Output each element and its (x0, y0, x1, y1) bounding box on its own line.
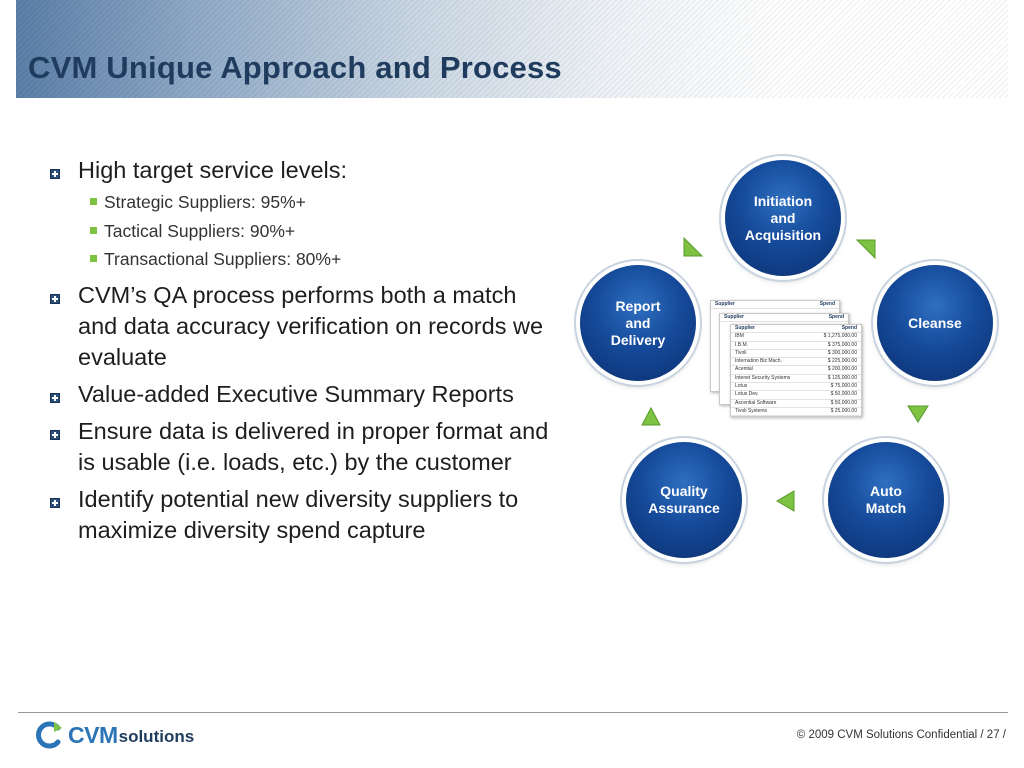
logo-cvm-text: CVM (68, 721, 118, 748)
page-title: CVM Unique Approach and Process (28, 50, 562, 85)
arrow-right-down-icon (855, 239, 876, 260)
sub-bullet-text: Tactical Suppliers: 90%+ (104, 220, 296, 241)
cell-spend: $ 300,000.00 (827, 349, 857, 356)
sub-bullet-text: Transactional Suppliers: 80%+ (104, 249, 342, 269)
node-quality-assurance: Quality Assurance (626, 442, 742, 558)
table-row: Internation Biz Mach. $ 225,000.00 (731, 358, 861, 367)
bullet-qa-process: CVM’s QA process performs both a match a… (50, 280, 550, 373)
cell-supplier: Tivoli Systems (735, 407, 768, 414)
cell-supplier: IBM (735, 333, 744, 340)
cvm-logo: CVM solutions (34, 718, 194, 752)
sub-bullet-list: Strategic Suppliers: 95%+ Tactical Suppl… (78, 188, 550, 274)
table-row: Lotus $ 75,000.00 (731, 383, 861, 392)
footer-copyright: © 2009 CVM Solutions Confidential / 27 / (797, 729, 1006, 741)
bullet-text: Ensure data is delivered in proper forma… (78, 417, 549, 475)
table-row: Acential $ 200,000.00 (731, 366, 861, 375)
table-row: Intenet Security Systems $ 125,000.00 (731, 374, 861, 384)
sub-bullet-strategic: Strategic Suppliers: 95%+ (78, 188, 550, 217)
cell-spend: $ 225,000.00 (827, 358, 857, 365)
cell-spend: $ 25,000.00 (830, 407, 857, 414)
node-label: Cleanse (908, 314, 962, 331)
cell-supplier: Internation Biz Mach. (735, 358, 782, 365)
node-cleanse: Cleanse (877, 265, 993, 381)
bullet-text: CVM’s QA process performs both a match a… (78, 281, 544, 370)
square-bullet-icon (90, 255, 97, 262)
cell-spend: $ 125,000.00 (827, 374, 857, 381)
square-bullet-icon (90, 226, 97, 234)
sub-bullet-transactional: Transactional Suppliers: 80%+ (78, 245, 550, 274)
cell-supplier: I.B.M. (735, 341, 749, 348)
logo-solutions-text: solutions (118, 727, 195, 746)
arrow-up-right-icon (683, 236, 704, 257)
node-initiation-acquisition: Initiation and Acquisition (725, 160, 841, 276)
table-row: Tivoli $ 300,000.00 (731, 349, 861, 359)
table-row: Ascential Software $ 50,000.00 (731, 400, 861, 408)
table-row: IBM $ 1,275,000.00 (731, 333, 861, 342)
title-banner (16, 0, 1008, 98)
cell-spend: $ 375,000.00 (827, 341, 857, 348)
plus-bullet-icon (50, 169, 60, 179)
bullet-service-levels: High target service levels: Strategic Su… (50, 155, 550, 274)
table-row: Lotus Dev. $ 50,000.00 (731, 391, 861, 400)
page-number: / 27 / (980, 729, 1006, 741)
plus-bullet-icon (50, 293, 60, 304)
bullet-text: High target service levels: (78, 157, 348, 183)
footer-divider (18, 712, 1008, 713)
table-header: Supplier Spend (711, 301, 839, 310)
header-spend: Spend (819, 301, 835, 307)
bullet-data-delivery: Ensure data is delivered in proper forma… (50, 416, 550, 478)
table-header: Supplier Spend (720, 314, 848, 323)
cell-spend: $ 50,000.00 (830, 391, 857, 398)
sub-bullet-text: Strategic Suppliers: 95%+ (104, 192, 306, 212)
plus-bullet-icon (50, 392, 60, 403)
bullet-text: Value-added Executive Summary Reports (78, 380, 514, 407)
cell-supplier: Lotus (735, 383, 748, 390)
arrow-down-icon (907, 405, 929, 423)
cell-spend: $ 1,275,000.00 (823, 333, 857, 340)
cell-spend: $ 50,000.00 (830, 399, 857, 406)
spend-table-stack: Supplier Spend Supplier Spend Supplier S… (710, 300, 870, 420)
table-header: Supplier Spend (731, 325, 861, 334)
node-auto-match: Auto Match (828, 442, 944, 558)
plus-bullet-icon (50, 429, 60, 440)
header-supplier: Supplier (735, 325, 756, 331)
table-row: I.B.M. $ 375,000.00 (731, 342, 861, 350)
cvm-swirl-icon (36, 721, 62, 749)
table-row: Tivoli Systems $ 25,000.00 (731, 407, 861, 417)
copyright-text: © 2009 CVM Solutions Confidential (796, 729, 978, 741)
header-spend: Spend (828, 314, 844, 320)
node-label: Auto Match (865, 483, 907, 516)
bullet-text: Identify potential new diversity supplie… (78, 485, 519, 543)
bullet-diversity-suppliers: Identify potential new diversity supplie… (50, 484, 550, 546)
cell-supplier: Intenet Security Systems (735, 374, 791, 381)
cell-supplier: Ascential Software (735, 399, 777, 406)
header-supplier: Supplier (724, 314, 745, 320)
node-report-delivery: Report and Delivery (580, 265, 696, 381)
bullet-executive-reports: Value-added Executive Summary Reports (50, 379, 550, 410)
cell-supplier: Lotus Dev. (735, 391, 759, 398)
cell-spend: $ 200,000.00 (827, 366, 857, 373)
process-cycle-diagram: Initiation and Acquisition Cleanse Auto … (570, 150, 1010, 570)
node-label: Quality Assurance (648, 483, 720, 516)
header-spend: Spend (841, 325, 857, 331)
arrow-up-left-icon (641, 406, 661, 426)
plus-bullet-icon (50, 497, 60, 508)
header-supplier: Supplier (715, 301, 736, 307)
cell-supplier: Tivoli (735, 349, 747, 356)
node-label: Report and Delivery (610, 297, 666, 348)
sub-bullet-tactical: Tactical Suppliers: 90%+ (78, 217, 550, 246)
bullet-list: High target service levels: Strategic Su… (50, 155, 550, 552)
arrow-left-icon (776, 490, 795, 512)
node-label: Initiation and Acquisition (744, 192, 822, 243)
cell-spend: $ 75,000.00 (830, 383, 857, 390)
square-bullet-icon (90, 198, 97, 205)
cell-supplier: Acential (735, 366, 753, 373)
